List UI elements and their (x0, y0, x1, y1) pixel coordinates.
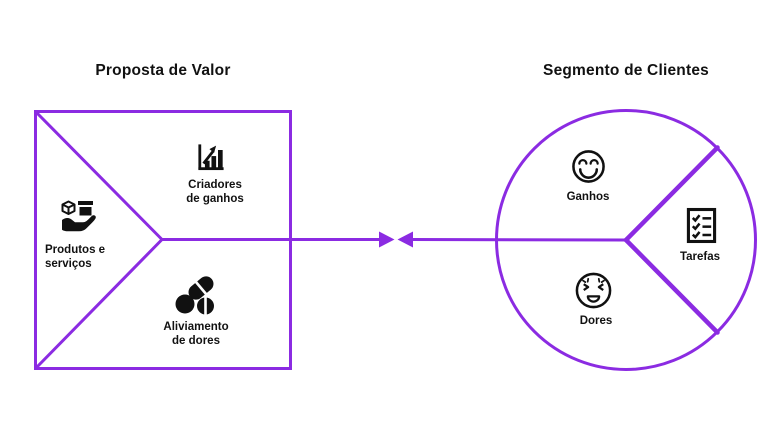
customer-segment-title: Segmento de Clientes (543, 62, 709, 79)
slice-divider-lower (623, 237, 720, 335)
pain-relievers-line2: de dores (172, 335, 220, 348)
gains-label: Ganhos (566, 191, 610, 203)
products-services-line2: serviços (45, 258, 92, 271)
wedge-top-line (34, 110, 164, 241)
gain-creators-line1: Criadores (188, 179, 242, 191)
jobs-label: Tarefas (679, 251, 721, 263)
pain-relievers-label: Aliviamento de dores (135, 320, 257, 348)
products-services-label: Produtos e serviços (45, 243, 105, 271)
product-in-hand-icon (59, 199, 99, 236)
arrow-left-icon (397, 231, 413, 248)
connector-line-right (411, 238, 627, 242)
value-proposition-title: Proposta de Valor (95, 62, 231, 79)
slice-divider-upper (623, 145, 720, 243)
gain-creators-line2: de ganhos (186, 193, 244, 206)
pills-icon (174, 273, 220, 317)
wedge-bottom-line (34, 238, 164, 370)
smiley-face-icon (571, 149, 606, 184)
gain-creators-label: Criadores de ganhos (155, 178, 275, 206)
customer-segment-circle (495, 109, 757, 371)
arrow-right-icon (379, 231, 395, 248)
pains-label: Dores (579, 315, 613, 327)
growth-chart-icon (197, 143, 225, 171)
checklist-icon (686, 207, 717, 244)
pain-relievers-line1: Aliviamento (163, 321, 229, 333)
pained-face-icon (574, 271, 613, 310)
products-services-line1: Produtos e (45, 244, 106, 256)
